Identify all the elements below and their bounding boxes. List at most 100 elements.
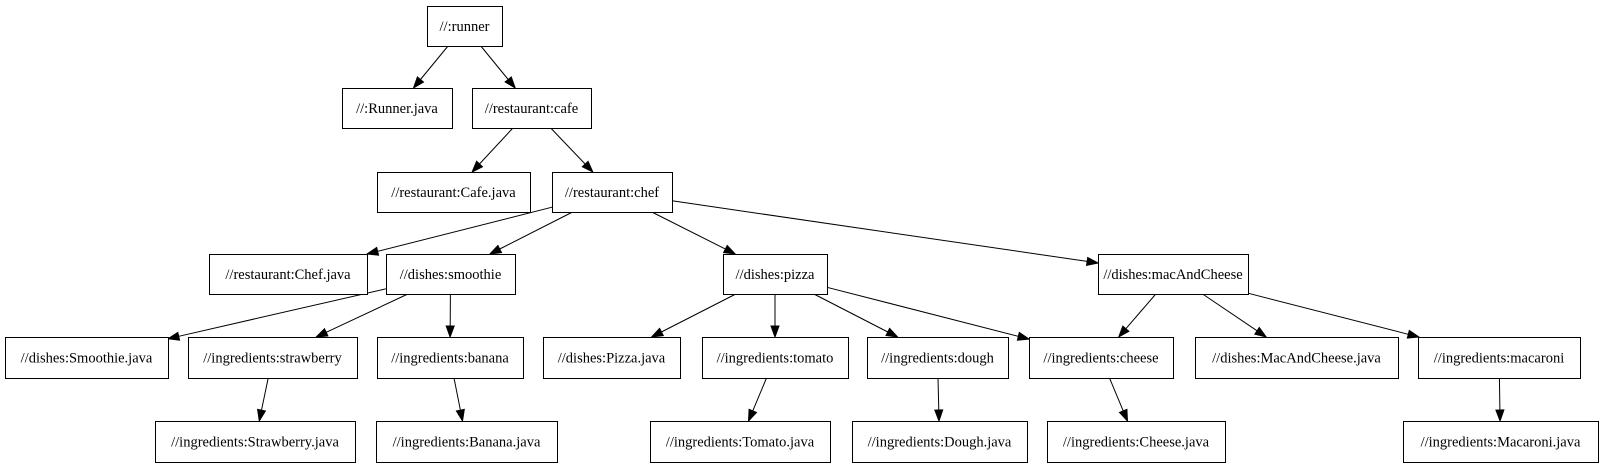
arrowhead-smoothie-to-smoothie-java [166,331,181,341]
node-label-cheese-java: //ingredients:Cheese.java [1063,435,1210,451]
arrowhead-cafe-to-chef [581,160,594,174]
arrowhead-cafe-to-cafe-java [471,160,484,174]
node-label-cheese: //ingredients:cheese [1043,351,1158,367]
edge-cafe-to-cafe-java [479,127,514,165]
graph-node-dough: //ingredients:dough [867,337,1009,379]
graph-node-banana-java: //ingredients:Banana.java [376,421,558,463]
node-box-macaroni [1418,337,1581,379]
node-box-pizza [723,254,828,295]
edge-pizza-to-cheese [826,286,1019,337]
node-box-chef [552,172,673,213]
node-box-banana-java [376,421,558,463]
node-label-runner-java: //:Runner.java [356,101,438,117]
graph-node-cafe: //restaurant:cafe [472,88,592,129]
edge-smoothie-to-smoothie-java [178,288,387,337]
arrowhead-pizza-to-pizza-java [650,327,665,338]
node-box-runner-java [342,88,453,129]
graph-node-strawberry: //ingredients:strawberry [188,337,358,379]
arrowhead-chef-to-macandcheese [1085,256,1100,267]
node-label-pizza: //dishes:pizza [736,267,815,283]
arrowhead-tomato-to-tomato-java [747,408,758,423]
graph-node-dough-java: //ingredients:Dough.java [852,421,1028,463]
edge-strawberry-to-strawberry-java [261,377,269,411]
arrowhead-macandcheese-to-macandcheese-java [1253,326,1268,338]
node-box-macandcheese [1098,254,1249,295]
graph-node-tomato-java: //ingredients:Tomato.java [650,421,831,463]
node-label-strawberry-java: //ingredients:Strawberry.java [171,435,339,451]
edge-pizza-to-dough [813,293,889,333]
edge-banana-to-banana-java [453,377,461,411]
arrowhead-macandcheese-to-cheese [1117,325,1130,339]
edge-layer [166,45,1505,423]
graph-node-smoothie-java: //dishes:Smoothie.java [5,337,169,379]
graph-node-macandcheese: //dishes:macAndCheese [1098,254,1249,295]
node-box-cheese-java [1047,421,1226,463]
node-label-tomato: //ingredients:tomato [717,351,834,367]
arrowhead-smoothie-to-strawberry [314,327,329,338]
node-box-cheese [1029,337,1174,379]
arrowhead-pizza-to-dough [885,327,899,338]
edge-macaroni-to-macaroni-java [1498,377,1501,411]
graph-node-chef-java: //restaurant:Chef.java [209,254,368,295]
node-label-tomato-java: //ingredients:Tomato.java [666,435,815,451]
arrowhead-smoothie-to-banana [445,325,455,339]
edge-cafe-to-chef [550,127,586,165]
node-box-smoothie [386,254,516,295]
node-label-smoothie-java: //dishes:Smoothie.java [21,351,153,367]
edge-chef-to-macandcheese [671,200,1088,262]
graph-node-chef: //restaurant:chef [552,172,673,213]
graph-node-pizza-java: //dishes:Pizza.java [543,337,681,379]
node-box-strawberry [188,337,358,379]
arrowhead-pizza-to-cheese [1016,331,1031,341]
graph-node-strawberry-java: //ingredients:Strawberry.java [155,421,356,463]
edge-chef-to-pizza [651,211,726,250]
node-label-runner: //:runner [440,19,490,35]
edge-chef-to-smoothie [499,211,573,250]
graph-node-macaroni: //ingredients:macaroni [1418,337,1581,379]
node-label-pizza-java: //dishes:Pizza.java [558,351,666,367]
node-label-cafe: //restaurant:cafe [485,101,578,117]
graph-node-runner: //:runner [427,6,503,47]
node-box-chef-java [209,254,368,295]
arrowhead-runner-to-cafe [504,76,517,90]
arrowhead-banana-to-banana-java [455,408,465,423]
edge-macandcheese-to-macaroni [1247,292,1409,335]
node-label-macaroni: //ingredients:macaroni [1434,351,1564,367]
arrowhead-macaroni-to-macaroni-java [1495,409,1505,423]
edge-chef-to-chef-java [377,206,553,252]
edge-runner-to-cafe [480,45,509,80]
graph-node-cheese: //ingredients:cheese [1029,337,1174,379]
graph-node-macandcheese-java: //dishes:MacAndCheese.java [1195,337,1399,379]
edge-pizza-to-pizza-java [661,293,737,333]
arrowhead-strawberry-to-strawberry-java [257,408,267,423]
edge-macandcheese-to-macandcheese-java [1202,293,1258,332]
node-box-banana [377,337,524,379]
node-box-cafe [472,88,592,129]
node-label-strawberry: //ingredients:strawberry [203,351,342,367]
edge-cheese-to-cheese-java [1109,377,1124,411]
edge-macandcheese-to-cheese [1125,293,1157,330]
graph-node-macaroni-java: //ingredients:Macaroni.java [1403,421,1599,463]
node-label-chef: //restaurant:chef [565,185,659,201]
node-label-banana: //ingredients:banana [391,351,509,367]
node-box-strawberry-java [155,421,356,463]
arrowhead-chef-to-pizza [722,244,737,255]
edge-runner-to-runner-java [420,45,449,80]
arrowhead-macandcheese-to-macaroni [1406,329,1421,339]
node-label-dough: //ingredients:dough [881,351,995,367]
node-box-runner [427,6,503,47]
edge-dough-to-dough-java [937,377,940,411]
arrowhead-chef-to-smoothie [488,244,503,255]
graph-node-banana: //ingredients:banana [377,337,524,379]
edge-tomato-to-tomato-java [752,377,767,411]
node-label-cafe-java: //restaurant:Cafe.java [391,185,516,201]
node-label-macandcheese-java: //dishes:MacAndCheese.java [1212,351,1381,367]
node-label-macaroni-java: //ingredients:Macaroni.java [1421,435,1581,451]
graph-node-cheese-java: //ingredients:Cheese.java [1047,421,1226,463]
node-box-cafe-java [377,172,531,213]
node-box-smoothie-java [5,337,169,379]
node-layer: //:runner //:Runner.java //restaurant:cafe… [5,6,1599,463]
node-box-tomato [702,337,849,379]
